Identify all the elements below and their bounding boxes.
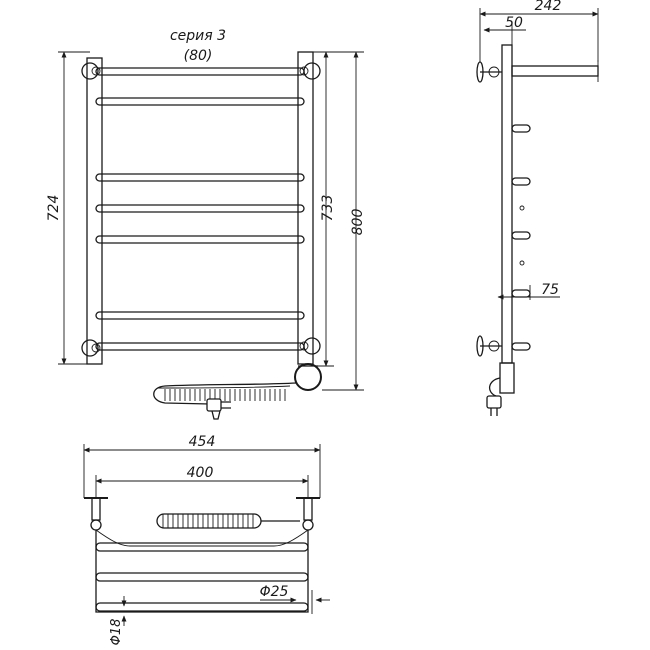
side-bottom-mount <box>476 335 502 357</box>
side-heater-block <box>499 362 515 394</box>
heater-element <box>153 363 322 420</box>
bottom-left-mount <box>81 339 101 357</box>
left-upright <box>86 57 103 365</box>
side-plug-icon <box>486 395 502 416</box>
dim-75-label: 75 <box>541 282 559 298</box>
series-label: серия 3 <box>170 28 226 44</box>
top-heater-coil <box>156 513 300 529</box>
coil-spring <box>164 389 286 401</box>
right-upright <box>297 51 314 365</box>
dim-diameter-25: Φ25 <box>260 584 330 614</box>
dim-400: 400 <box>95 465 309 498</box>
top-left-mount <box>81 62 101 80</box>
dim-diameter-18: Φ18 <box>109 596 127 646</box>
heater-knob <box>294 363 322 391</box>
rung <box>95 311 305 320</box>
front-view: 724 733 800 серия 3 (80) <box>46 28 366 420</box>
dim-diameter-25-label: Φ25 <box>260 584 289 600</box>
top-right-mount <box>299 62 321 80</box>
top-left-wall-mount <box>84 497 108 531</box>
dim-454: 454 <box>83 434 321 498</box>
rung <box>95 204 305 213</box>
dim-733-label: 733 <box>320 195 336 222</box>
top-view: 454 400 Φ25 Φ18 <box>83 434 330 646</box>
side-rung-stubs <box>511 124 531 351</box>
rung <box>95 173 305 182</box>
plug-icon <box>206 398 231 420</box>
rung <box>95 97 305 106</box>
dim-diameter-18-label: Φ18 <box>109 619 124 646</box>
dim-50: 50 <box>483 15 526 45</box>
dim-242-label: 242 <box>535 0 562 14</box>
side-top-mount <box>476 61 502 83</box>
heater-cable <box>153 382 297 405</box>
dim-454-label: 454 <box>189 434 216 450</box>
dim-733: 733 <box>312 51 336 367</box>
dim-724-label: 724 <box>46 195 62 222</box>
side-top-arm <box>511 65 599 77</box>
top-rungs <box>95 542 309 612</box>
rungs <box>95 67 305 351</box>
series-sublabel: (80) <box>184 48 213 64</box>
bottom-right-mount <box>299 337 321 355</box>
dim-75: 75 <box>497 282 560 300</box>
top-right-wall-mount <box>296 497 320 531</box>
rung <box>95 67 305 76</box>
rung <box>95 342 305 351</box>
rung <box>95 235 305 244</box>
side-view: 242 50 75 <box>476 0 599 416</box>
dim-724: 724 <box>46 51 90 365</box>
top-frame <box>95 530 309 613</box>
dim-800: 800 <box>316 51 366 391</box>
side-heater <box>486 362 515 416</box>
dim-242: 242 <box>479 0 599 62</box>
dim-400-label: 400 <box>187 465 214 481</box>
dim-800-label: 800 <box>350 209 366 236</box>
side-upright <box>501 44 513 364</box>
dim-50-label: 50 <box>505 15 523 31</box>
